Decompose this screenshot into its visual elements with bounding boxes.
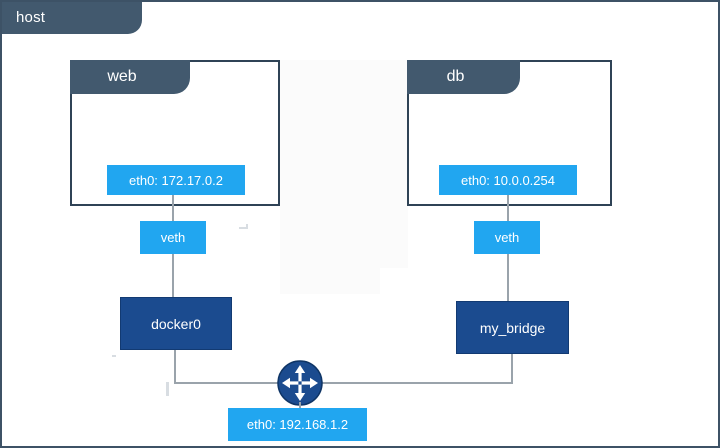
host-label: host [16, 9, 46, 26]
link-db-eth0-to-veth [507, 195, 509, 222]
link-veth-db-to-my-bridge [507, 254, 509, 302]
render-speck-c [112, 355, 116, 357]
render-speck-b [246, 224, 248, 229]
container-web-name: web [107, 68, 137, 85]
container-db-tab: db [407, 60, 520, 94]
container-web-tab: web [70, 60, 190, 94]
bridge-my-bridge: my_bridge [456, 301, 569, 354]
interface-web-eth0: eth0: 172.17.0.2 [107, 165, 245, 195]
interface-host-eth0: eth0: 192.168.1.2 [228, 408, 367, 441]
bridge-docker0: docker0 [120, 297, 232, 350]
background-wash-center [280, 60, 408, 268]
background-wash-lower [280, 268, 380, 294]
link-docker0-to-trunk [174, 350, 176, 383]
link-my-bridge-to-trunk [511, 354, 513, 383]
render-speck-a [239, 227, 248, 229]
router-icon-svg [277, 360, 323, 406]
veth-web: veth [140, 221, 206, 254]
bridge-my-bridge-label: my_bridge [479, 319, 546, 336]
router-icon [277, 360, 323, 406]
link-router-to-host-eth0 [299, 402, 301, 410]
link-veth-web-to-docker0 [172, 254, 174, 298]
render-speck-d [166, 382, 169, 396]
link-web-eth0-to-veth [172, 195, 174, 222]
veth-db-label: veth [494, 230, 520, 245]
trunk-line-left [174, 382, 282, 384]
veth-web-label: veth [160, 230, 186, 245]
interface-db-eth0: eth0: 10.0.0.254 [439, 165, 577, 195]
interface-host-eth0-label: eth0: 192.168.1.2 [246, 417, 349, 432]
host-tab: host [2, 2, 142, 34]
container-db-name: db [446, 68, 465, 85]
trunk-line-right [320, 382, 513, 384]
bridge-docker0-label: docker0 [151, 315, 201, 332]
interface-db-eth0-label: eth0: 10.0.0.254 [461, 172, 555, 188]
veth-db: veth [474, 221, 540, 254]
interface-web-eth0-label: eth0: 172.17.0.2 [129, 172, 223, 188]
